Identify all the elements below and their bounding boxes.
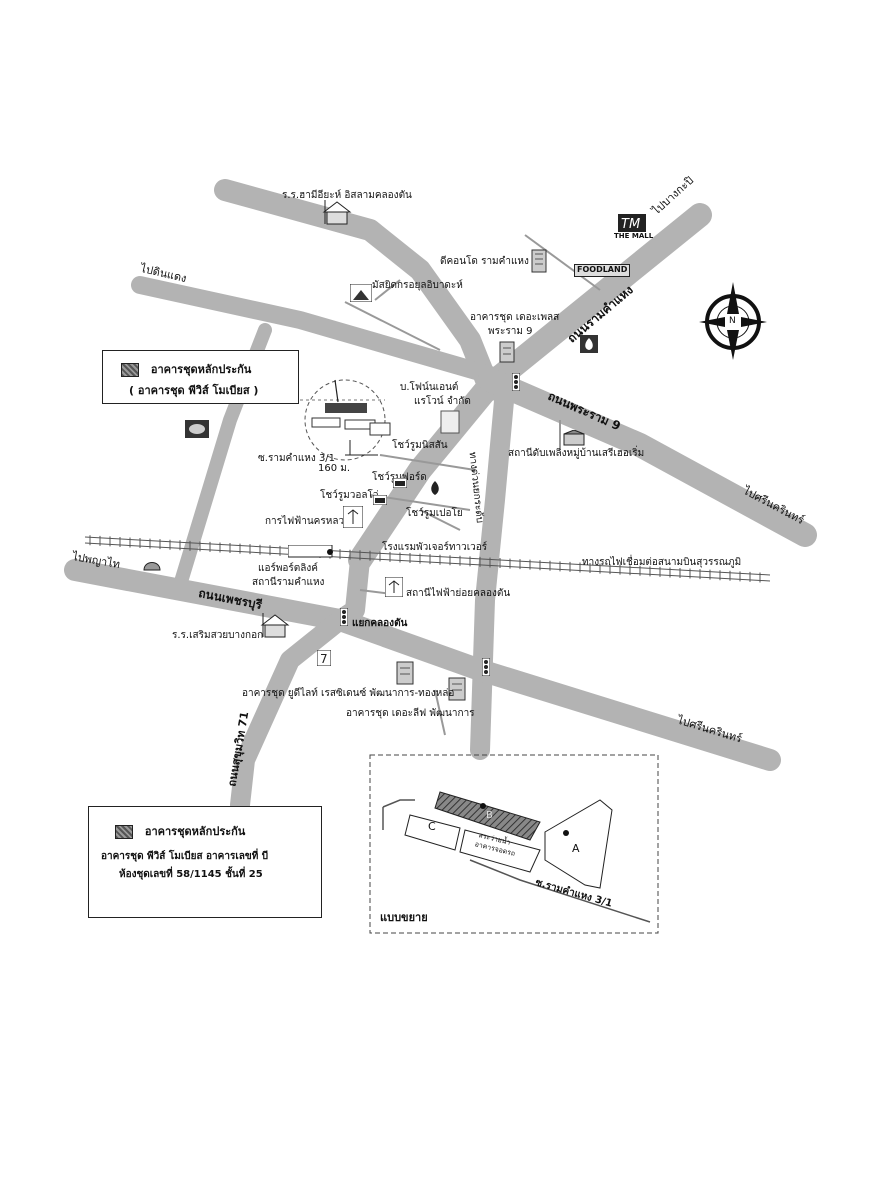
condo-icon <box>498 340 516 364</box>
compass-icon <box>699 282 767 360</box>
inset-title: แบบขยาย <box>380 911 428 924</box>
gas-station-icon <box>580 335 598 353</box>
traffic-light-icon <box>339 607 349 627</box>
place-distance: 160 ม. <box>318 463 351 474</box>
place-condo-the-place: อาคารชุด เดอะเพลส <box>470 312 560 323</box>
site-building-b <box>325 403 367 413</box>
place-school-islam: ร.ร.ฮามีอียะห์ อิสลามคลองตัน <box>282 190 412 201</box>
legend-bottom-line1: อาคารชุด พีวิส์ โมเบียส อาคารเลขที่ บี <box>101 851 269 862</box>
road-din-daeng <box>131 276 499 384</box>
school-icon <box>260 613 290 639</box>
legend-swatch <box>121 363 139 377</box>
power-icon <box>342 505 364 529</box>
mosque-icon <box>349 283 373 303</box>
place-school-bangkok: ร.ร.เสริมสวยบางกอก <box>172 630 264 641</box>
inset-building-a: A <box>572 842 580 855</box>
inset-frame <box>369 754 659 934</box>
airport-link-station <box>287 543 336 558</box>
seven-eleven-icon: 7 <box>316 649 332 667</box>
ptt-icon <box>185 420 209 438</box>
inset-building-b: B <box>486 810 493 821</box>
railway <box>84 536 771 582</box>
traffic-light-icon <box>481 657 491 677</box>
inset-drawing <box>382 791 651 923</box>
place-soi-ramkhamhaeng: ซ.รามคำแหง 3/1 <box>258 453 336 464</box>
legend-top: อาคารชุดหลักประกัน ( อาคารชุด พีวิส์ โมเ… <box>102 350 299 404</box>
the-mall-logo: TM <box>618 214 646 232</box>
place-mosque: มัสยิดกรอยุลอิบาดะห์ <box>372 280 463 291</box>
condo-icon <box>447 676 467 702</box>
place-bphone: บ.โฟน์นเอนต์ <box>400 382 459 393</box>
place-bphone-2: แรโวน์ จำกัด <box>414 396 471 407</box>
compass-north-label: N <box>729 316 736 326</box>
place-the-mall: THE MALL <box>614 232 654 240</box>
legend-top-title: อาคารชุดหลักประกัน <box>150 363 252 376</box>
condo-icon <box>530 248 548 274</box>
place-condo-the-place-2: พระราม 9 <box>488 326 533 337</box>
road-motorway <box>470 380 515 760</box>
gas-station-icon <box>428 480 442 496</box>
road-upper-diagonal <box>214 179 501 401</box>
place-klongton-junction: แยกคลองตัน <box>352 618 408 629</box>
legend-top-subtitle: ( อาคารชุด พีวิส์ โมเบียส ) <box>129 384 259 397</box>
power-icon <box>384 576 404 598</box>
shell-icon <box>143 556 161 571</box>
place-showroom-volvo: โชว์รูมวอลโว่ <box>320 490 379 501</box>
place-condo-u-delight: อาคารชุด ยูดีไลท์ เรสซิเดนซ์ พัฒนาการ-ทอ… <box>242 688 455 699</box>
site-highlight-circle <box>304 379 386 461</box>
condo-icon <box>440 410 460 434</box>
fire-station-icon <box>563 429 585 446</box>
legend-bottom-title: อาคารชุดหลักประกัน <box>144 825 246 838</box>
place-mea: การไฟฟ้านครหลวง <box>265 516 349 527</box>
place-condo-the-life: อาคารชุด เดอะลีฟ พัฒนาการ <box>346 708 475 719</box>
place-airport-link-2: สถานีรามคำแหง <box>252 577 325 588</box>
svg-text:7: 7 <box>320 652 328 666</box>
road-sukhumvit71 <box>230 610 350 815</box>
place-condo-rk9: ดีคอนโด รามคำแหง 9 <box>440 256 539 267</box>
place-hotel: โรงแรมพัวเจอร์ทาวเวอร์ <box>382 542 488 553</box>
car-showroom-icon <box>392 473 408 489</box>
inset-building-c: C <box>428 820 436 833</box>
place-foodland: FOODLAND <box>574 264 631 277</box>
traffic-light-icon <box>511 372 521 392</box>
place-substation: สถานีไฟฟ้าย่อยคลองตัน <box>406 588 511 599</box>
place-fire-station: สถานีดับเพลิงหมู่บ้านเสรีเฮอเริ่ม <box>508 448 645 459</box>
legend-bottom-line2: ห้องชุดเลขที่ 58/1145 ชั้นที่ 25 <box>119 869 263 880</box>
condo-icon <box>395 660 415 686</box>
car-showroom-icon <box>372 490 388 506</box>
label-railway: ทางรถไฟเชื่อมต่อสนามบินสุวรรณภูมิ <box>582 557 742 568</box>
road-rama9 <box>478 368 817 547</box>
road-phetchaburi <box>64 559 781 771</box>
legend-swatch <box>115 825 133 839</box>
legend-bottom: อาคารชุดหลักประกัน อาคารชุด พีวิส์ โมเบี… <box>88 806 322 918</box>
svg-text:TM: TM <box>621 217 640 232</box>
place-airport-link: แอร์พอร์ตลิงค์ <box>258 563 318 574</box>
place-showroom-nissan: โชว์รูมนิสสัน <box>392 440 448 451</box>
school-icon <box>322 200 352 226</box>
place-showroom-toyota: โชว์รูมเปอโย <box>406 508 463 519</box>
